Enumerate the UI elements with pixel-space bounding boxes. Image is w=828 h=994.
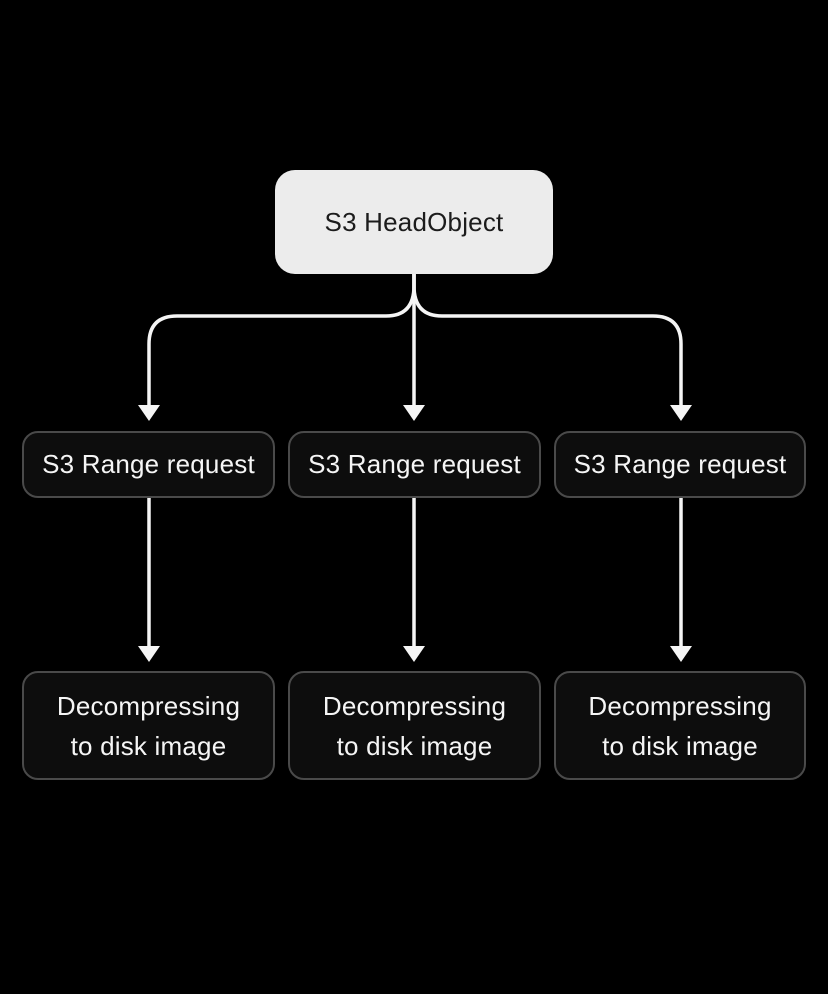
arrowhead-icon xyxy=(403,405,425,421)
arrowhead-icon xyxy=(403,646,425,662)
node-decompressing-3: Decompressing to disk image xyxy=(554,671,806,780)
node-s3-range-request-2: S3 Range request xyxy=(288,431,541,498)
arrow-root-to-range-3 xyxy=(412,274,683,406)
node-label: S3 Range request xyxy=(42,449,255,479)
node-label-line-2: to disk image xyxy=(602,730,758,761)
node-label-line-1: Decompressing xyxy=(322,690,507,721)
node-label: S3 Range request xyxy=(308,449,521,479)
node-label: S3 HeadObject xyxy=(324,206,504,237)
arrowhead-icon xyxy=(670,646,692,662)
arrowhead-icon xyxy=(138,646,160,662)
node-s3-range-request-1: S3 Range request xyxy=(22,431,275,498)
node-s3-headobject: S3 HeadObject xyxy=(275,170,553,274)
node-decompressing-2: Decompressing to disk image xyxy=(288,671,541,780)
node-label-line-2: to disk image xyxy=(70,730,227,761)
node-label-line-2: to disk image xyxy=(336,730,493,761)
node-decompressing-1: Decompressing to disk image xyxy=(22,671,275,780)
node-label: S3 Range request xyxy=(573,449,787,479)
arrow-root-to-range-1 xyxy=(147,274,416,406)
node-label-line-1: Decompressing xyxy=(56,690,241,721)
arrowhead-icon xyxy=(670,405,692,421)
arrowhead-icon xyxy=(138,405,160,421)
node-s3-range-request-3: S3 Range request xyxy=(554,431,806,498)
node-label-line-1: Decompressing xyxy=(588,690,772,721)
